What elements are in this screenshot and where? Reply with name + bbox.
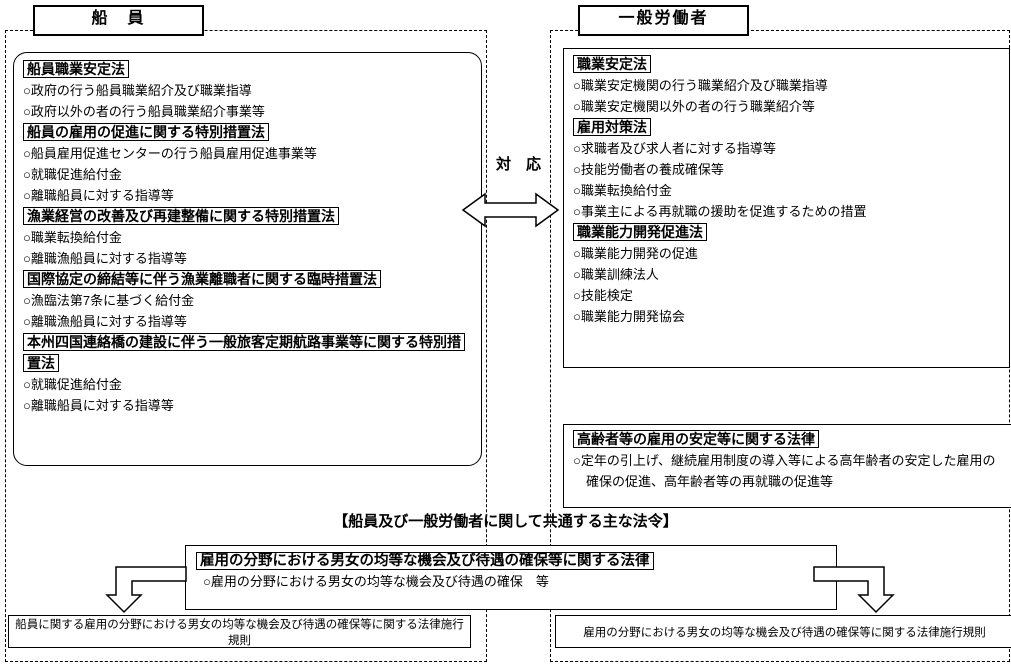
law-title: 漁業経営の改善及び再建整備に関する特別措置法 xyxy=(23,207,339,225)
law-title: 職業能力開発促進法 xyxy=(573,223,707,241)
law-block: 雇用対策法 ○求職者及び求人者に対する指導等 ○技能労働者の養成確保等 ○職業転… xyxy=(573,117,1000,222)
law-block: 職業安定法 ○職業安定機関の行う職業紹介及び職業指導 ○職業安定機関以外の者の行… xyxy=(573,54,1000,117)
law-item: ○就職促進給付金 xyxy=(23,377,122,392)
law-title-row: 職業安定法 xyxy=(573,54,1000,75)
law-item: ○職業訓練法人 xyxy=(573,267,659,282)
general-regulation-box: 雇用の分野における男女の均等な機会及び待遇の確保等に関する法律施行規則 xyxy=(555,615,1011,648)
law-title: 職業安定法 xyxy=(573,55,651,73)
law-title: 高齢者等の雇用の安定等に関する法律 xyxy=(573,430,819,448)
law-item: ○事業主による再就職の援助を促進するための措置 xyxy=(573,204,867,219)
law-item: ○技能労働者の養成確保等 xyxy=(573,162,724,177)
law-item: ○漁臨法第7条に基づく給付金 xyxy=(23,293,195,308)
law-item: ○職業安定機関以外の者の行う職業紹介等 xyxy=(573,99,815,114)
law-item: ○職業転換給付金 xyxy=(573,183,672,198)
law-block: 船員職業安定法 ○政府の行う船員職業紹介及び職業指導 ○政府以外の者の行う船員職… xyxy=(23,59,472,122)
law-item: ○離職漁船員に対する指導等 xyxy=(23,314,187,329)
elderly-employment-law-panel: 高齢者等の雇用の安定等に関する法律 ○定年の引上げ、継続雇用制度の導入等による高… xyxy=(563,424,1011,508)
law-item: ○職業能力開発協会 xyxy=(573,309,685,324)
common-laws-header: 【船員及び一般労働者に関して共通する主な法令】 xyxy=(333,513,678,530)
law-item: ○離職漁船員に対する指導等 xyxy=(23,251,187,266)
law-title-row: 高齢者等の雇用の安定等に関する法律 xyxy=(573,429,1007,450)
correspondence-label: 対 応 xyxy=(495,156,541,173)
law-item: ○離職船員に対する指導等 xyxy=(23,188,174,203)
law-title-row: 本州四国連絡橋の建設に伴う一般旅客定期航路事業等に関する特別措置法 xyxy=(23,332,472,374)
common-law-panel: 雇用の分野における男女の均等な機会及び待遇の確保等に関する法律 ○雇用の分野にお… xyxy=(185,545,837,610)
law-title-row: 船員の雇用の促進に関する特別措置法 xyxy=(23,122,472,143)
law-block: 漁業経営の改善及び再建整備に関する特別措置法 ○職業転換給付金 ○離職漁船員に対… xyxy=(23,206,472,269)
law-title: 国際協定の締結等に伴う漁業離職者に関する臨時措置法 xyxy=(23,270,381,288)
law-item: ○職業転換給付金 xyxy=(23,230,122,245)
seafarer-laws-panel: 船員職業安定法 ○政府の行う船員職業紹介及び職業指導 ○政府以外の者の行う船員職… xyxy=(13,52,482,466)
law-title-row: 国際協定の締結等に伴う漁業離職者に関する臨時措置法 xyxy=(23,269,472,290)
law-title: 船員の雇用の促進に関する特別措置法 xyxy=(23,123,269,141)
law-block: 船員の雇用の促進に関する特別措置法 ○船員雇用促進センターの行う船員雇用促進事業… xyxy=(23,122,472,206)
law-item: ○求職者及び求人者に対する指導等 xyxy=(573,141,776,156)
law-item: ○職業安定機関の行う職業紹介及び職業指導 xyxy=(573,78,828,93)
general-worker-laws-panel: 職業安定法 ○職業安定機関の行う職業紹介及び職業指導 ○職業安定機関以外の者の行… xyxy=(563,48,1010,368)
seafarer-group-container xyxy=(5,30,487,662)
law-item: ○定年の引上げ、継続雇用制度の導入等による高年齢者の安定した雇用の確保の促進、高… xyxy=(573,453,996,489)
seafarer-regulation-box: 船員に関する雇用の分野における男女の均等な機会及び待遇の確保等に関する法律施行規… xyxy=(8,615,471,648)
law-title-row: 雇用の分野における男女の均等な機会及び待遇の確保等に関する法律 xyxy=(196,550,826,571)
law-title: 船員職業安定法 xyxy=(23,60,129,78)
law-item: ○政府の行う船員職業紹介及び職業指導 xyxy=(23,83,252,98)
law-title: 本州四国連絡橋の建設に伴う一般旅客定期航路事業等に関する特別措置法 xyxy=(23,333,465,372)
seafarer-group-title: 船 員 xyxy=(33,5,204,36)
law-title-row: 雇用対策法 xyxy=(573,117,1000,138)
law-item: ○雇用の分野における男女の均等な機会及び待遇の確保 等 xyxy=(203,574,549,589)
law-title: 雇用対策法 xyxy=(573,118,651,136)
law-title-row: 船員職業安定法 xyxy=(23,59,472,80)
law-item: ○船員雇用促進センターの行う船員雇用促進事業等 xyxy=(23,146,317,161)
law-title: 雇用の分野における男女の均等な機会及び待遇の確保等に関する法律 xyxy=(196,552,654,570)
law-item: ○職業能力開発の促進 xyxy=(573,246,698,261)
law-item: ○就職促進給付金 xyxy=(23,167,122,182)
law-item: ○政府以外の者の行う船員職業紹介事業等 xyxy=(23,104,265,119)
law-block: 本州四国連絡橋の建設に伴う一般旅客定期航路事業等に関する特別措置法 ○就職促進給… xyxy=(23,332,472,416)
law-item: ○離職船員に対する指導等 xyxy=(23,398,174,413)
law-title-row: 職業能力開発促進法 xyxy=(573,222,1000,243)
general-worker-group-title: 一般労働者 xyxy=(578,5,749,36)
law-item: ○技能検定 xyxy=(573,288,633,303)
law-title-row: 漁業経営の改善及び再建整備に関する特別措置法 xyxy=(23,206,472,227)
law-block: 国際協定の締結等に伴う漁業離職者に関する臨時措置法 ○漁臨法第7条に基づく給付金… xyxy=(23,269,472,332)
law-block: 職業能力開発促進法 ○職業能力開発の促進 ○職業訓練法人 ○技能検定 ○職業能力… xyxy=(573,222,1000,327)
